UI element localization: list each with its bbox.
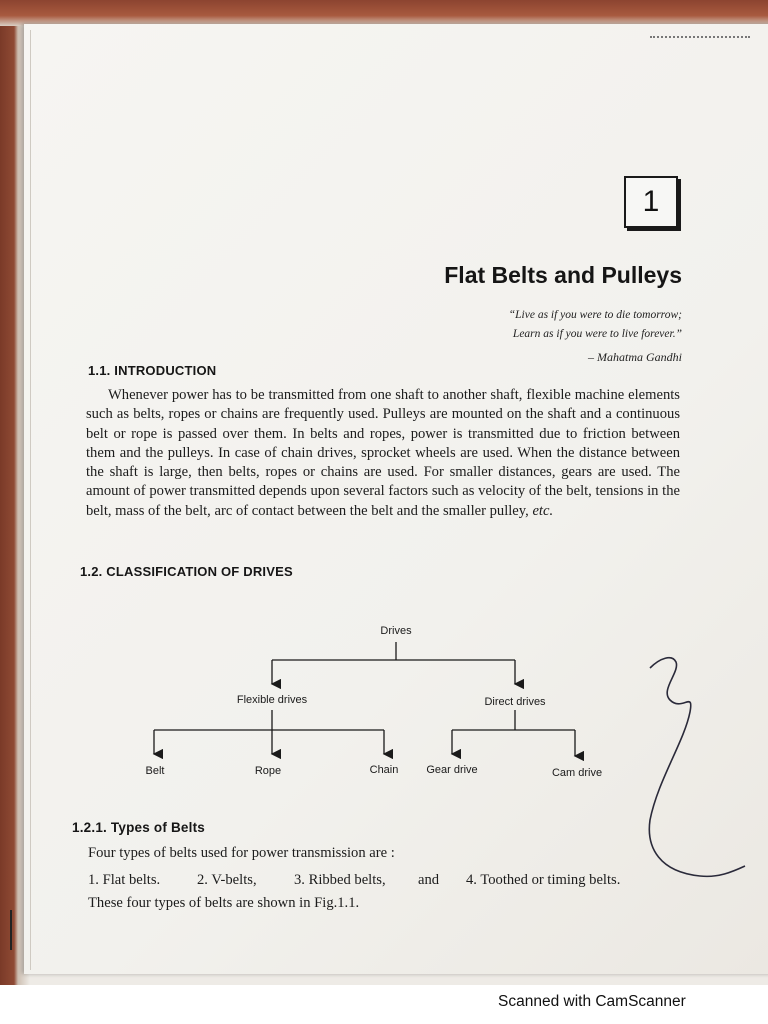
introduction-text: Whenever power has to be transmitted fro… [86,387,680,519]
torn-paper-mark [650,36,750,44]
quote-line-1: “Live as if you were to die tomorrow; [508,309,682,321]
belt-item-toothed: 4. Toothed or timing belts. [466,872,621,888]
introduction-paragraph: Whenever power has to be transmitted fro… [86,386,680,521]
quote-author: – Mahatma Gandhi [588,350,682,364]
background-top-strip [0,0,768,26]
belt-types-intro: Four types of belts used for power trans… [88,845,395,861]
section-heading-classification: 1.2. CLASSIFICATION OF DRIVES [80,564,293,579]
node-belt: Belt [146,765,165,777]
node-gear-drive: Gear drive [426,764,477,776]
chapter-number: 1 [642,185,660,218]
diagram-connectors [152,642,585,762]
belt-types-closing: These four types of belts are shown in F… [88,895,360,911]
section-heading-introduction: 1.1. INTRODUCTION [88,363,217,378]
belt-item-and: and [418,872,440,888]
page-binding-edge [30,30,37,970]
node-flexible-drives: Flexible drives [237,694,308,706]
belt-item-v: 2. V-belts, [197,872,257,888]
left-margin-pen-mark [10,910,12,950]
subsection-heading-types-of-belts: 1.2.1. Types of Belts [72,820,205,835]
chapter-number-box: 1 [624,176,678,228]
belt-item-flat: 1. Flat belts. [88,872,161,888]
node-rope: Rope [255,765,281,777]
scanner-watermark: Scanned with CamScanner [498,993,686,1010]
quote-line-2: Learn as if you were to live forever.” [512,328,682,340]
node-direct-drives: Direct drives [484,696,546,708]
chapter-title: Flat Belts and Pulleys [444,262,682,288]
belt-item-ribbed: 3. Ribbed belts, [294,872,386,888]
introduction-etc: etc. [532,502,554,519]
node-cam-drive: Cam drive [552,767,602,779]
node-drives: Drives [380,625,412,637]
node-chain: Chain [370,764,399,776]
epigraph-quote: “Live as if you were to die tomorrow; Le… [509,306,682,344]
